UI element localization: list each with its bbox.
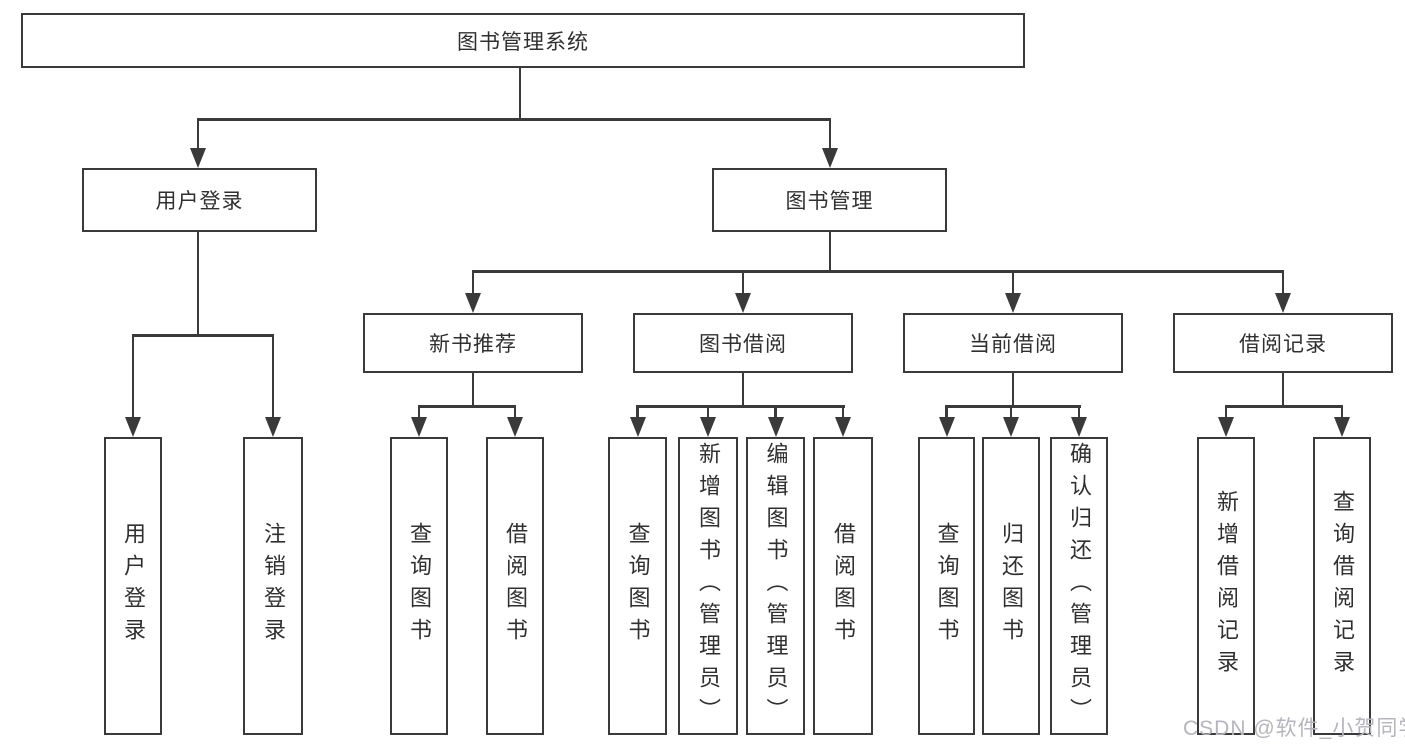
connector-line	[841, 405, 845, 419]
leaf-borrow-edit-book-label: 编辑图书（管理员）	[763, 442, 789, 730]
leaf-borrow-add-book: 新增图书（管理员）	[678, 437, 738, 735]
node-current-borrow-label: 当前借阅	[969, 333, 1057, 356]
leaf-current-return-label: 归还图书	[999, 522, 1024, 650]
node-book-borrow: 图书借阅	[633, 313, 853, 373]
connector-line	[741, 270, 745, 295]
arrow-down-icon	[1071, 417, 1087, 437]
arrow-down-icon	[1218, 417, 1234, 437]
leaf-logout-label: 注销登录	[261, 522, 286, 650]
connector-line	[706, 405, 710, 419]
leaf-user-login: 用户登录	[104, 437, 162, 735]
leaf-logout: 注销登录	[243, 437, 303, 735]
connector-line	[1077, 405, 1081, 419]
arrow-down-icon	[822, 148, 838, 168]
connector-line	[1009, 405, 1013, 419]
connector-line	[518, 68, 522, 118]
connector-line	[471, 373, 475, 405]
node-borrow-records: 借阅记录	[1173, 313, 1393, 373]
connector-line	[1011, 270, 1015, 295]
node-user-login: 用户登录	[82, 168, 317, 232]
leaf-current-return: 归还图书	[982, 437, 1040, 735]
leaf-current-confirm-return-label: 确认归还（管理员）	[1067, 442, 1092, 730]
connector-line	[271, 334, 275, 419]
leaf-newbook-query: 查询图书	[390, 437, 448, 735]
node-book-management-label: 图书管理	[785, 190, 874, 213]
leaf-borrow-book: 借阅图书	[813, 437, 873, 735]
arrow-down-icon	[767, 417, 784, 437]
connector-line	[417, 405, 421, 419]
arrow-down-icon	[190, 148, 206, 168]
connector-line	[1224, 405, 1228, 419]
connector-line	[196, 118, 200, 150]
arrow-down-icon	[411, 417, 427, 437]
connector-line	[1011, 373, 1015, 405]
leaf-current-query: 查询图书	[918, 437, 975, 735]
leaf-record-query: 查询借阅记录	[1313, 437, 1371, 735]
arrow-down-icon	[1275, 293, 1291, 313]
node-current-borrow: 当前借阅	[903, 313, 1123, 373]
connector-line	[513, 405, 517, 419]
leaf-newbook-borrow-label: 借阅图书	[503, 522, 528, 650]
connector-line	[945, 405, 948, 419]
leaf-user-login-label: 用户登录	[121, 522, 146, 650]
connector-line	[1281, 270, 1285, 295]
arrow-down-icon	[938, 417, 955, 437]
connector-line	[828, 118, 832, 150]
arrow-down-icon	[629, 417, 646, 437]
connector-line	[196, 232, 200, 334]
leaf-current-confirm-return: 确认归还（管理员）	[1050, 437, 1108, 735]
leaf-record-add: 新增借阅记录	[1197, 437, 1255, 735]
node-root: 图书管理系统	[21, 13, 1025, 68]
arrow-down-icon	[835, 417, 851, 437]
connector-line	[131, 334, 135, 419]
arrow-down-icon	[735, 293, 751, 313]
leaf-borrow-edit-book: 编辑图书（管理员）	[746, 437, 805, 735]
leaf-borrow-query: 查询图书	[608, 437, 667, 735]
arrow-down-icon	[1003, 417, 1019, 437]
connector-line	[828, 232, 832, 270]
arrow-down-icon	[507, 417, 523, 437]
arrow-down-icon	[125, 417, 141, 437]
connector-line	[471, 270, 475, 295]
leaf-borrow-add-book-label: 新增图书（管理员）	[696, 442, 721, 730]
leaf-current-query-label: 查询图书	[934, 522, 960, 650]
arrow-down-icon	[1005, 293, 1021, 313]
node-book-borrow-label: 图书借阅	[699, 333, 787, 356]
connector-line	[417, 405, 517, 408]
node-root-label: 图书管理系统	[457, 30, 589, 54]
node-borrow-records-label: 借阅记录	[1239, 333, 1327, 356]
leaf-borrow-query-label: 查询图书	[625, 522, 651, 650]
arrow-down-icon	[1334, 417, 1350, 437]
connector-line	[636, 405, 845, 408]
connector-line	[471, 270, 1285, 273]
connector-line	[945, 405, 1081, 408]
connector-line	[1281, 373, 1285, 405]
node-user-login-label: 用户登录	[155, 190, 244, 213]
node-book-management: 图书管理	[712, 168, 947, 232]
leaf-newbook-borrow: 借阅图书	[486, 437, 544, 735]
connector-line	[1224, 405, 1343, 408]
leaf-borrow-book-label: 借阅图书	[831, 522, 856, 650]
arrow-down-icon	[265, 417, 281, 437]
connector-line	[774, 405, 777, 419]
leaf-record-add-label: 新增借阅记录	[1214, 490, 1239, 682]
connector-line	[1340, 405, 1344, 419]
node-new-book-recommend-label: 新书推荐	[429, 333, 517, 356]
leaf-record-query-label: 查询借阅记录	[1330, 490, 1355, 682]
watermark: CSDN @软件_小贺同学	[1183, 717, 1405, 740]
node-new-book-recommend: 新书推荐	[363, 313, 583, 373]
arrow-down-icon	[465, 293, 481, 313]
connector-line	[131, 334, 275, 337]
arrow-down-icon	[700, 417, 716, 437]
connector-line	[196, 118, 832, 121]
connector-line	[741, 373, 745, 405]
connector-line	[636, 405, 639, 419]
leaf-newbook-query-label: 查询图书	[407, 522, 432, 650]
